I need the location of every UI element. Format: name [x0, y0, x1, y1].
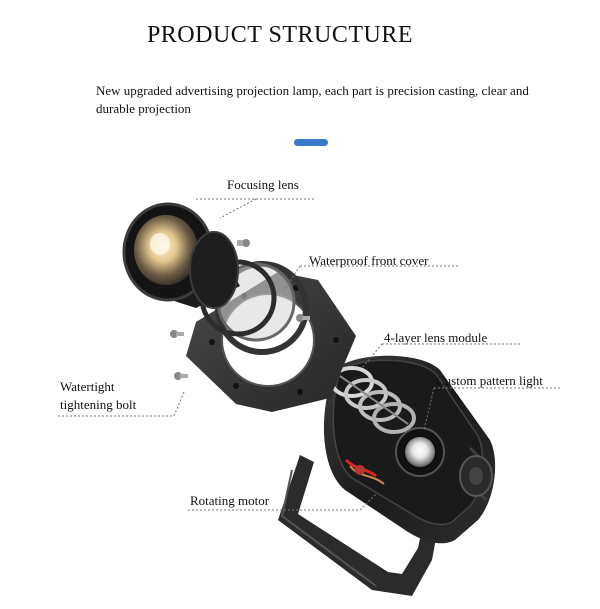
label-custom-pattern-light: Custom pattern light	[436, 373, 543, 388]
label-focusing-lens: Focusing lens	[227, 177, 299, 192]
label-rotating-motor: Rotating motor	[190, 493, 270, 508]
label-waterproof-front-cover: Waterproof front cover	[309, 253, 429, 268]
page-title: PRODUCT STRUCTURE	[146, 22, 414, 48]
label-lens-module: 4-layer lens module	[384, 330, 488, 345]
pattern-light	[395, 427, 445, 477]
leader-lines	[58, 198, 560, 511]
accent-bar	[294, 139, 328, 146]
label-tightening-bolt-line1: Watertight	[60, 379, 115, 394]
page-subtitle: New upgraded advertising projection lamp…	[96, 83, 529, 116]
tightening-bolts	[170, 239, 310, 380]
mounting-bracket	[278, 455, 444, 596]
label-tightening-bolt-line2: tightening bolt	[60, 397, 137, 412]
focusing-lens-barrel	[122, 202, 240, 309]
